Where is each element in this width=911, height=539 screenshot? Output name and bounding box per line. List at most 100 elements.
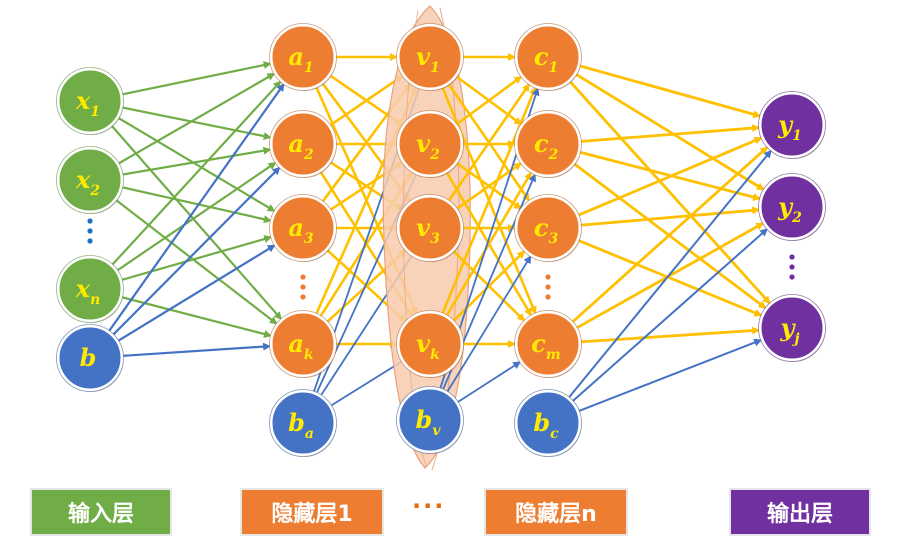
ellipsis-output-dot <box>789 264 795 270</box>
node-hiddenN-4: cm <box>514 310 582 378</box>
edge-input-to-hidden1 <box>110 124 283 320</box>
edge-input-to-hidden1 <box>116 116 276 213</box>
node-bias-hidden1-label-subscript: a <box>305 426 314 442</box>
node-input-1: x1 <box>56 67 124 135</box>
node-input-1-label-base: x <box>75 86 91 115</box>
node-hidden-mid-4-label-subscript: k <box>430 347 440 363</box>
node-hidden-mid-2-label: v2 <box>416 129 440 163</box>
node-hidden-mid-3-circle <box>396 194 464 262</box>
node-hidden-mid-4-label-base: v <box>416 329 431 358</box>
ellipsis-hiddenN-dot <box>545 284 551 290</box>
legend-ellipsis-text: ··· <box>412 492 446 520</box>
edge-mid-to-hiddenN <box>445 171 533 318</box>
node-hidden1-2-circle <box>269 110 337 178</box>
node-hidden-mid-3-ring <box>396 194 464 262</box>
node-bias-hidden1-ring <box>269 389 337 457</box>
node-hidden1-3-label: a3 <box>288 213 314 247</box>
node-hidden1-4-label: ak <box>288 329 314 363</box>
edge-hiddenN-to-output <box>579 206 761 227</box>
node-output-3-label: yj <box>779 313 799 347</box>
node-output-2-circle <box>758 173 826 241</box>
node-hidden-mid-3-label-base: v <box>416 213 431 242</box>
legend-hidden-layer-n: 隐藏层n <box>486 490 626 534</box>
node-hidden-mid-4-circle <box>396 310 464 378</box>
node-hidden1-4-label-subscript: k <box>304 347 314 363</box>
node-input-3-label-subscript: n <box>90 292 100 308</box>
node-hiddenN-1-ring <box>514 23 582 91</box>
node-output-3-circle <box>758 294 826 362</box>
node-hidden1-2-label-base: a <box>288 129 304 158</box>
node-hiddenN-4-label-subscript: m <box>546 347 561 363</box>
node-hiddenN-2: c2 <box>514 110 582 178</box>
node-hiddenN-3-ring <box>514 194 582 262</box>
node-hiddenN-2-ring <box>514 110 582 178</box>
edge-hiddenN-to-output <box>577 238 763 317</box>
node-hidden-mid-1-label: v1 <box>416 42 440 76</box>
node-hidden-mid-4-ring <box>396 310 464 378</box>
node-hidden-mid-3-label-subscript: 3 <box>430 231 440 247</box>
edge-bias-c-to-output <box>567 149 772 399</box>
node-hidden1-3-label-subscript: 3 <box>304 231 314 247</box>
nodes-layer: x1x2xnba1a2a3akbav1v2v3vkbvc1c2c3cmbcy1y… <box>56 23 826 457</box>
node-input-2-label: x2 <box>75 165 100 199</box>
node-hidden-mid-4: vk <box>396 310 464 378</box>
edge-bias-to-hidden1 <box>116 244 276 343</box>
edge-bias-c-to-output <box>577 338 763 413</box>
edge-hiddenN-to-output <box>578 64 762 119</box>
ellipsis-input <box>87 218 93 244</box>
node-hiddenN-1-label: c1 <box>534 42 558 76</box>
edge-input-to-hidden1 <box>117 72 276 165</box>
node-bias-hidden-mid-label-subscript: v <box>432 423 441 439</box>
node-hidden-mid-2-ring <box>396 110 464 178</box>
node-hiddenN-3-label-base: c <box>534 213 549 242</box>
node-output-2-ring <box>758 173 826 241</box>
node-hiddenN-1-label-base: c <box>534 42 549 71</box>
ellipsis-hiddenN <box>545 274 551 300</box>
node-bias-hiddenN-label: bc <box>533 408 559 442</box>
node-input-1-label-subscript: 1 <box>90 104 100 120</box>
node-input-2: x2 <box>56 146 124 214</box>
node-input-1-label: x1 <box>75 86 100 120</box>
node-hiddenN-2-label-base: c <box>534 129 549 158</box>
node-hiddenN-1-circle <box>514 23 582 91</box>
edge-bias-v-to-hiddenN <box>456 361 522 404</box>
node-hidden1-1-label-subscript: 1 <box>304 60 314 76</box>
node-bias-input-label-base: b <box>80 343 97 372</box>
node-bias-hidden-mid-ring <box>396 386 464 454</box>
node-hiddenN-4-ring <box>514 310 582 378</box>
node-hidden1-4-label-base: a <box>288 329 304 358</box>
ellipsis-output <box>789 254 795 280</box>
edge-hiddenN-to-output <box>579 326 761 344</box>
ellipsis-input-dot <box>87 218 93 224</box>
node-bias-hidden-mid: bv <box>396 386 464 454</box>
node-output-3-ring <box>758 294 826 362</box>
node-hidden1-2-ring <box>269 110 337 178</box>
ellipsis-hidden1-dot <box>300 274 306 280</box>
edge-input-to-hidden1 <box>121 146 272 176</box>
edges-foreground-layer <box>439 53 772 413</box>
node-output-1-circle <box>758 91 826 159</box>
node-hidden-mid-2: v2 <box>396 110 464 178</box>
node-output-1-label: y1 <box>777 110 802 144</box>
node-input-3: xn <box>56 255 124 323</box>
edge-hiddenN-to-output <box>576 136 763 217</box>
edge-bias-a-to-mid <box>329 360 403 407</box>
node-output-2-label: y2 <box>777 192 802 226</box>
edge-bias-c-to-output <box>571 228 769 403</box>
edge-input-to-hidden1 <box>121 61 272 96</box>
node-output-2-label-subscript: 2 <box>791 210 802 226</box>
node-hiddenN-2-circle <box>514 110 582 178</box>
node-hidden1-2-label-subscript: 2 <box>303 147 314 163</box>
node-input-2-label-base: x <box>75 165 91 194</box>
node-output-3-label-subscript: j <box>791 331 799 347</box>
node-output-2: y2 <box>758 173 826 241</box>
node-bias-input-circle <box>56 324 124 392</box>
node-hiddenN-4-label-base: c <box>531 329 546 358</box>
node-hidden-mid-1-label-base: v <box>416 42 431 71</box>
node-bias-hiddenN: bc <box>514 389 582 457</box>
node-input-2-label-subscript: 2 <box>89 183 100 199</box>
node-hidden-mid-2-label-subscript: 2 <box>429 147 440 163</box>
edge-input-to-hidden1 <box>114 198 278 325</box>
node-hidden1-2: a2 <box>269 110 337 178</box>
node-hidden-mid-2-label-base: v <box>416 129 431 158</box>
